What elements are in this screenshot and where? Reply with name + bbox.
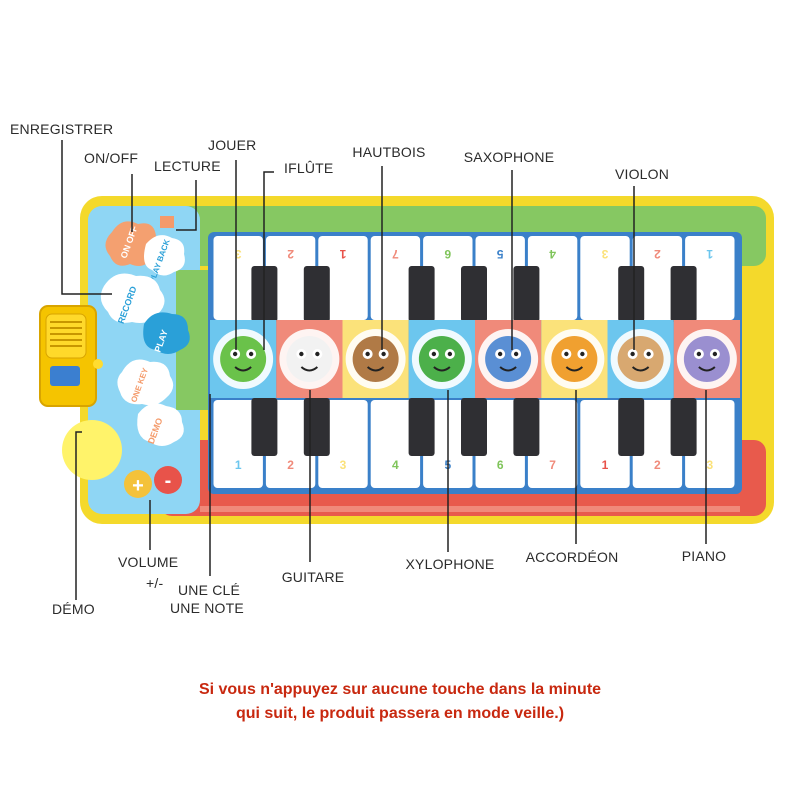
frog-icon: [213, 329, 274, 389]
white-key-bottom[interactable]: [475, 400, 525, 488]
white-key-bottom[interactable]: [527, 400, 578, 488]
label-piano: PIANO: [681, 548, 727, 564]
key-number-top: 3: [235, 247, 242, 261]
lion-icon: [544, 329, 605, 389]
label-xylophone: XYLOPHONE: [405, 556, 495, 572]
record-button[interactable]: RECORD: [100, 273, 165, 325]
black-key-top[interactable]: [303, 266, 330, 322]
key-number-bottom: 4: [392, 458, 399, 472]
label-lecture: LECTURE: [154, 158, 221, 174]
standby-note: Si vous n'appuyez sur aucune touche dans…: [0, 678, 800, 726]
label-guitare: GUITARE: [281, 569, 345, 585]
key-number-bottom: 2: [287, 458, 294, 472]
key-number-top: 4: [549, 247, 556, 261]
key-number-top: 6: [444, 247, 451, 261]
hippo-icon: [676, 329, 737, 389]
white-key-top[interactable]: [632, 236, 683, 320]
standby-note-line2: qui suit, le produit passera en mode vei…: [235, 705, 565, 722]
zebra-icon: [279, 329, 340, 389]
black-key-top[interactable]: [513, 266, 540, 322]
sun-icon: [62, 420, 122, 480]
white-key-top[interactable]: [265, 236, 316, 320]
white-key-top[interactable]: [580, 236, 630, 320]
white-key-bottom[interactable]: [213, 400, 263, 488]
key-number-top: 7: [392, 247, 399, 261]
bear-icon: [610, 329, 671, 389]
key-number-bottom: 1: [602, 458, 609, 472]
black-key-bottom[interactable]: [618, 398, 645, 456]
label-une-note: UNE NOTE: [170, 600, 244, 616]
key-number-bottom: 3: [340, 458, 347, 472]
label-enregistrer: ENREGISTRER: [10, 121, 114, 137]
volume-down-button[interactable]: -: [154, 466, 182, 494]
white-key-top[interactable]: [370, 236, 421, 320]
black-key-top[interactable]: [408, 266, 435, 322]
white-key-bottom[interactable]: [265, 400, 316, 488]
speaker-icon: [39, 305, 103, 407]
volume-up-text: +: [132, 475, 144, 497]
key-number-top: 1: [339, 247, 346, 261]
label-violon: VIOLON: [614, 166, 670, 182]
key-number-bottom: 1: [235, 458, 242, 472]
key-number-top: 2: [287, 247, 294, 261]
white-key-top[interactable]: [527, 236, 578, 320]
play-button[interactable]: PLAY: [143, 312, 190, 354]
black-key-bottom[interactable]: [251, 398, 278, 456]
key-number-top: 3: [601, 247, 608, 261]
white-key-bottom[interactable]: [318, 400, 368, 488]
elephant-icon: [478, 329, 539, 389]
key-number-top: 2: [654, 247, 661, 261]
label-jouer: JOUER: [208, 137, 257, 153]
black-key-bottom[interactable]: [513, 398, 540, 456]
black-key-bottom[interactable]: [670, 398, 697, 456]
standby-note-line1: Si vous n'appuyez sur aucune touche dans…: [198, 681, 602, 698]
white-key-bottom[interactable]: [632, 400, 683, 488]
white-key-top[interactable]: [213, 236, 263, 320]
label-saxophone: SAXOPHONE: [463, 149, 555, 165]
house-icon: [160, 216, 174, 228]
label-une-cle: UNE CLÉ: [178, 582, 241, 598]
white-key-top[interactable]: [423, 236, 473, 320]
key-number-bottom: 3: [706, 458, 713, 472]
label-hautbois: HAUTBOIS: [352, 144, 426, 160]
black-key-top[interactable]: [618, 266, 645, 322]
black-key-bottom[interactable]: [461, 398, 487, 456]
white-key-top[interactable]: [318, 236, 368, 320]
one-key-button[interactable]: ONE KEY: [117, 359, 174, 406]
white-key-bottom[interactable]: [370, 400, 421, 488]
leader-lines: [61, 140, 707, 600]
white-key-bottom[interactable]: [685, 400, 735, 488]
key-number-bottom: 6: [497, 458, 504, 472]
black-key-top[interactable]: [461, 266, 487, 322]
label-flute: IFLÛTE: [284, 160, 334, 176]
crocodile-icon: [411, 329, 472, 389]
demo-button[interactable]: DEMO: [137, 403, 184, 446]
label-volume-plus-minus: +/-: [146, 575, 164, 591]
label-on-off: ON/OFF: [84, 150, 139, 166]
label-volume: VOLUME: [118, 554, 179, 570]
key-number-bottom: 2: [654, 458, 661, 472]
label-demo: DÉMO: [52, 601, 95, 617]
label-accordeon: ACCORDÉON: [525, 549, 619, 565]
bottom-stripe: [200, 506, 740, 512]
black-key-top[interactable]: [670, 266, 697, 322]
white-key-top[interactable]: [685, 236, 735, 320]
volume-down-text: -: [165, 470, 172, 492]
key-number-top: 5: [497, 247, 504, 261]
key-number-bottom: 7: [549, 458, 556, 472]
white-key-bottom[interactable]: [580, 400, 630, 488]
black-key-bottom[interactable]: [408, 398, 435, 456]
volume-up-button[interactable]: +: [124, 470, 152, 498]
key-number-top: 1: [706, 247, 713, 261]
black-key-bottom[interactable]: [303, 398, 330, 456]
monkey-icon: [345, 329, 406, 389]
